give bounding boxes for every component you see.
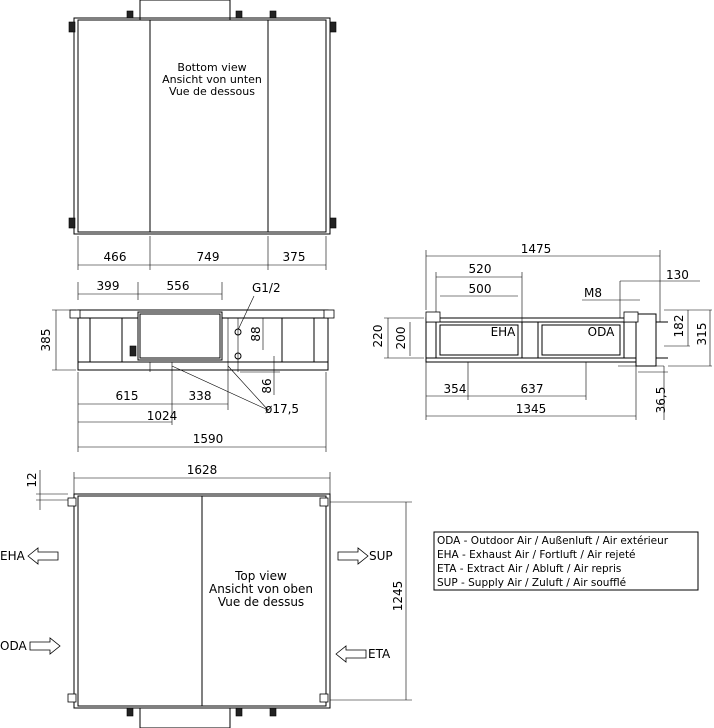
- dim-556: 556: [167, 279, 190, 293]
- bottom-view-label-en: Bottom view: [177, 61, 246, 74]
- top-view-label-en: Top view: [234, 569, 287, 583]
- dim-466: 466: [104, 250, 127, 264]
- dim-12: 12: [25, 472, 39, 487]
- dim-749: 749: [197, 250, 220, 264]
- dim-500: 500: [469, 282, 492, 296]
- dim-385: 385: [39, 329, 53, 352]
- dim-315: 315: [695, 323, 709, 346]
- dim-36-5: 36,5: [654, 387, 668, 414]
- dim-diameter: ø17,5: [265, 402, 299, 416]
- front-view: 1475 520 500 130 M8 EHA ODA 220: [371, 242, 712, 420]
- dim-1590: 1590: [193, 432, 224, 446]
- oda-arrow-label: ODA: [0, 639, 27, 653]
- dim-200: 200: [394, 327, 408, 350]
- dim-637: 637: [521, 382, 544, 396]
- top-view-label-de: Ansicht von oben: [209, 582, 313, 596]
- bottom-view-label-de: Ansicht von unten: [162, 73, 262, 86]
- eha-port-label: EHA: [491, 325, 517, 339]
- dim-520: 520: [469, 262, 492, 276]
- legend-oda: ODA - Outdoor Air / Außenluft / Air exté…: [437, 535, 669, 547]
- dim-182: 182: [672, 315, 686, 338]
- dim-1628: 1628: [187, 463, 218, 477]
- bottom-view: Bottom view Ansicht von unten Vue de des…: [68, 0, 337, 270]
- dim-88: 88: [249, 326, 263, 341]
- dim-1475: 1475: [521, 242, 552, 256]
- dim-354: 354: [444, 382, 467, 396]
- dim-615: 615: [116, 389, 139, 403]
- dim-1024: 1024: [147, 409, 178, 423]
- eha-arrow-icon: [27, 547, 59, 565]
- dim-399: 399: [97, 279, 120, 293]
- legend-eta: ETA - Extract Air / Abluft / Air repris: [437, 563, 621, 575]
- dim-375: 375: [283, 250, 306, 264]
- dim-1245: 1245: [391, 581, 405, 612]
- sup-arrow-label: SUP: [369, 549, 393, 563]
- dim-220: 220: [371, 325, 385, 348]
- oda-port-label: ODA: [588, 325, 615, 339]
- dim-130: 130: [666, 268, 689, 282]
- dim-1345: 1345: [516, 402, 547, 416]
- oda-arrow-icon: [29, 637, 61, 655]
- thread-m8: M8: [584, 286, 602, 300]
- dim-338: 338: [189, 389, 212, 403]
- legend: ODA - Outdoor Air / Außenluft / Air exté…: [433, 531, 699, 591]
- eha-arrow-label: EHA: [0, 549, 26, 563]
- eta-arrow-label: ETA: [368, 647, 391, 661]
- eta-arrow-icon: [335, 645, 367, 663]
- side-view: 399 556 G1/2 88 86 385: [39, 279, 335, 452]
- top-view: 1628 12 Top view Ansicht von oben Vue de…: [0, 463, 412, 728]
- legend-sup: SUP - Supply Air / Zuluft / Air soufflé: [437, 577, 626, 589]
- bottom-view-label-fr: Vue de dessous: [169, 85, 255, 98]
- legend-eha: EHA - Exhaust Air / Fortluft / Air rejet…: [437, 549, 636, 561]
- dim-86: 86: [260, 378, 274, 393]
- top-view-label-fr: Vue de dessus: [218, 595, 304, 609]
- g-thread-label: G1/2: [252, 281, 281, 295]
- sup-arrow-icon: [337, 547, 369, 565]
